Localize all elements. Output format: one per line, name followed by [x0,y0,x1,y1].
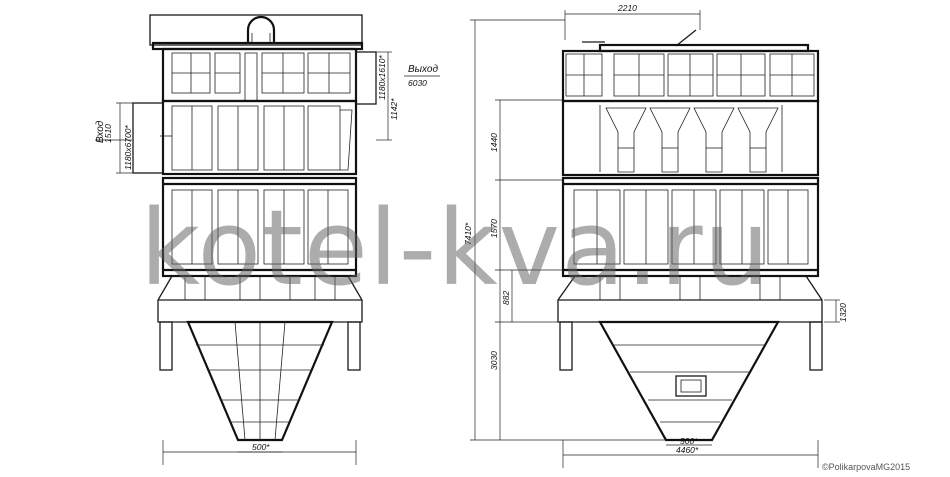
right-dim-small-right: 1320 [838,303,848,322]
right-upper-section [561,49,820,103]
left-dim-bottom-outlet: 500* [252,442,270,452]
right-leg-right [809,321,823,371]
right-hatch [675,375,707,397]
right-leg-left [559,321,573,371]
right-dim-leg: 882 [501,291,511,305]
right-dim-base-width: 4460* [676,445,699,455]
left-leg-right [347,321,361,371]
left-dim-outlet-offset: 1142* [389,98,399,120]
left-top-cover [149,14,363,46]
right-middle-section [561,99,820,177]
left-outlet-label: Выход [408,64,438,75]
left-hopper [186,320,334,442]
right-dim-hopper-height: 3030 [489,351,499,370]
left-leg-left [159,321,173,371]
right-dim-total-height: 7410* [463,222,473,245]
right-dim-upper-section: 1440 [489,133,499,152]
left-inlet-size: 1510 [103,124,113,143]
right-dim-mid-section: 1570 [489,219,499,238]
left-view: Выход 6030 Вход 1510 1180х6700* 1180х161… [95,14,440,465]
left-dim-outlet-opening: 1180х1610* [377,55,387,100]
left-lower-section [161,176,358,278]
left-dim-inlet-opening: 1180х6700* [123,125,133,170]
left-inlet-box [132,102,164,174]
credit-text: ©PolikarpovaMG2015 [822,462,910,472]
right-cyclone-cones [599,105,783,173]
left-dimensions [95,51,440,465]
left-outlet-box [355,51,377,105]
right-lower-section [561,176,820,278]
right-dim-top-width: 2210 [617,3,637,13]
right-dim-bottom-outlet: 500* [680,436,698,446]
watermark-text: kotel-kva.ru [140,187,771,309]
left-dome [246,15,276,43]
left-inlet-label: Вход [95,120,106,143]
right-hopper [598,320,780,442]
right-view: 2210 [463,3,848,468]
right-dimensions [470,19,840,468]
left-outlet-size: 6030 [408,78,427,88]
